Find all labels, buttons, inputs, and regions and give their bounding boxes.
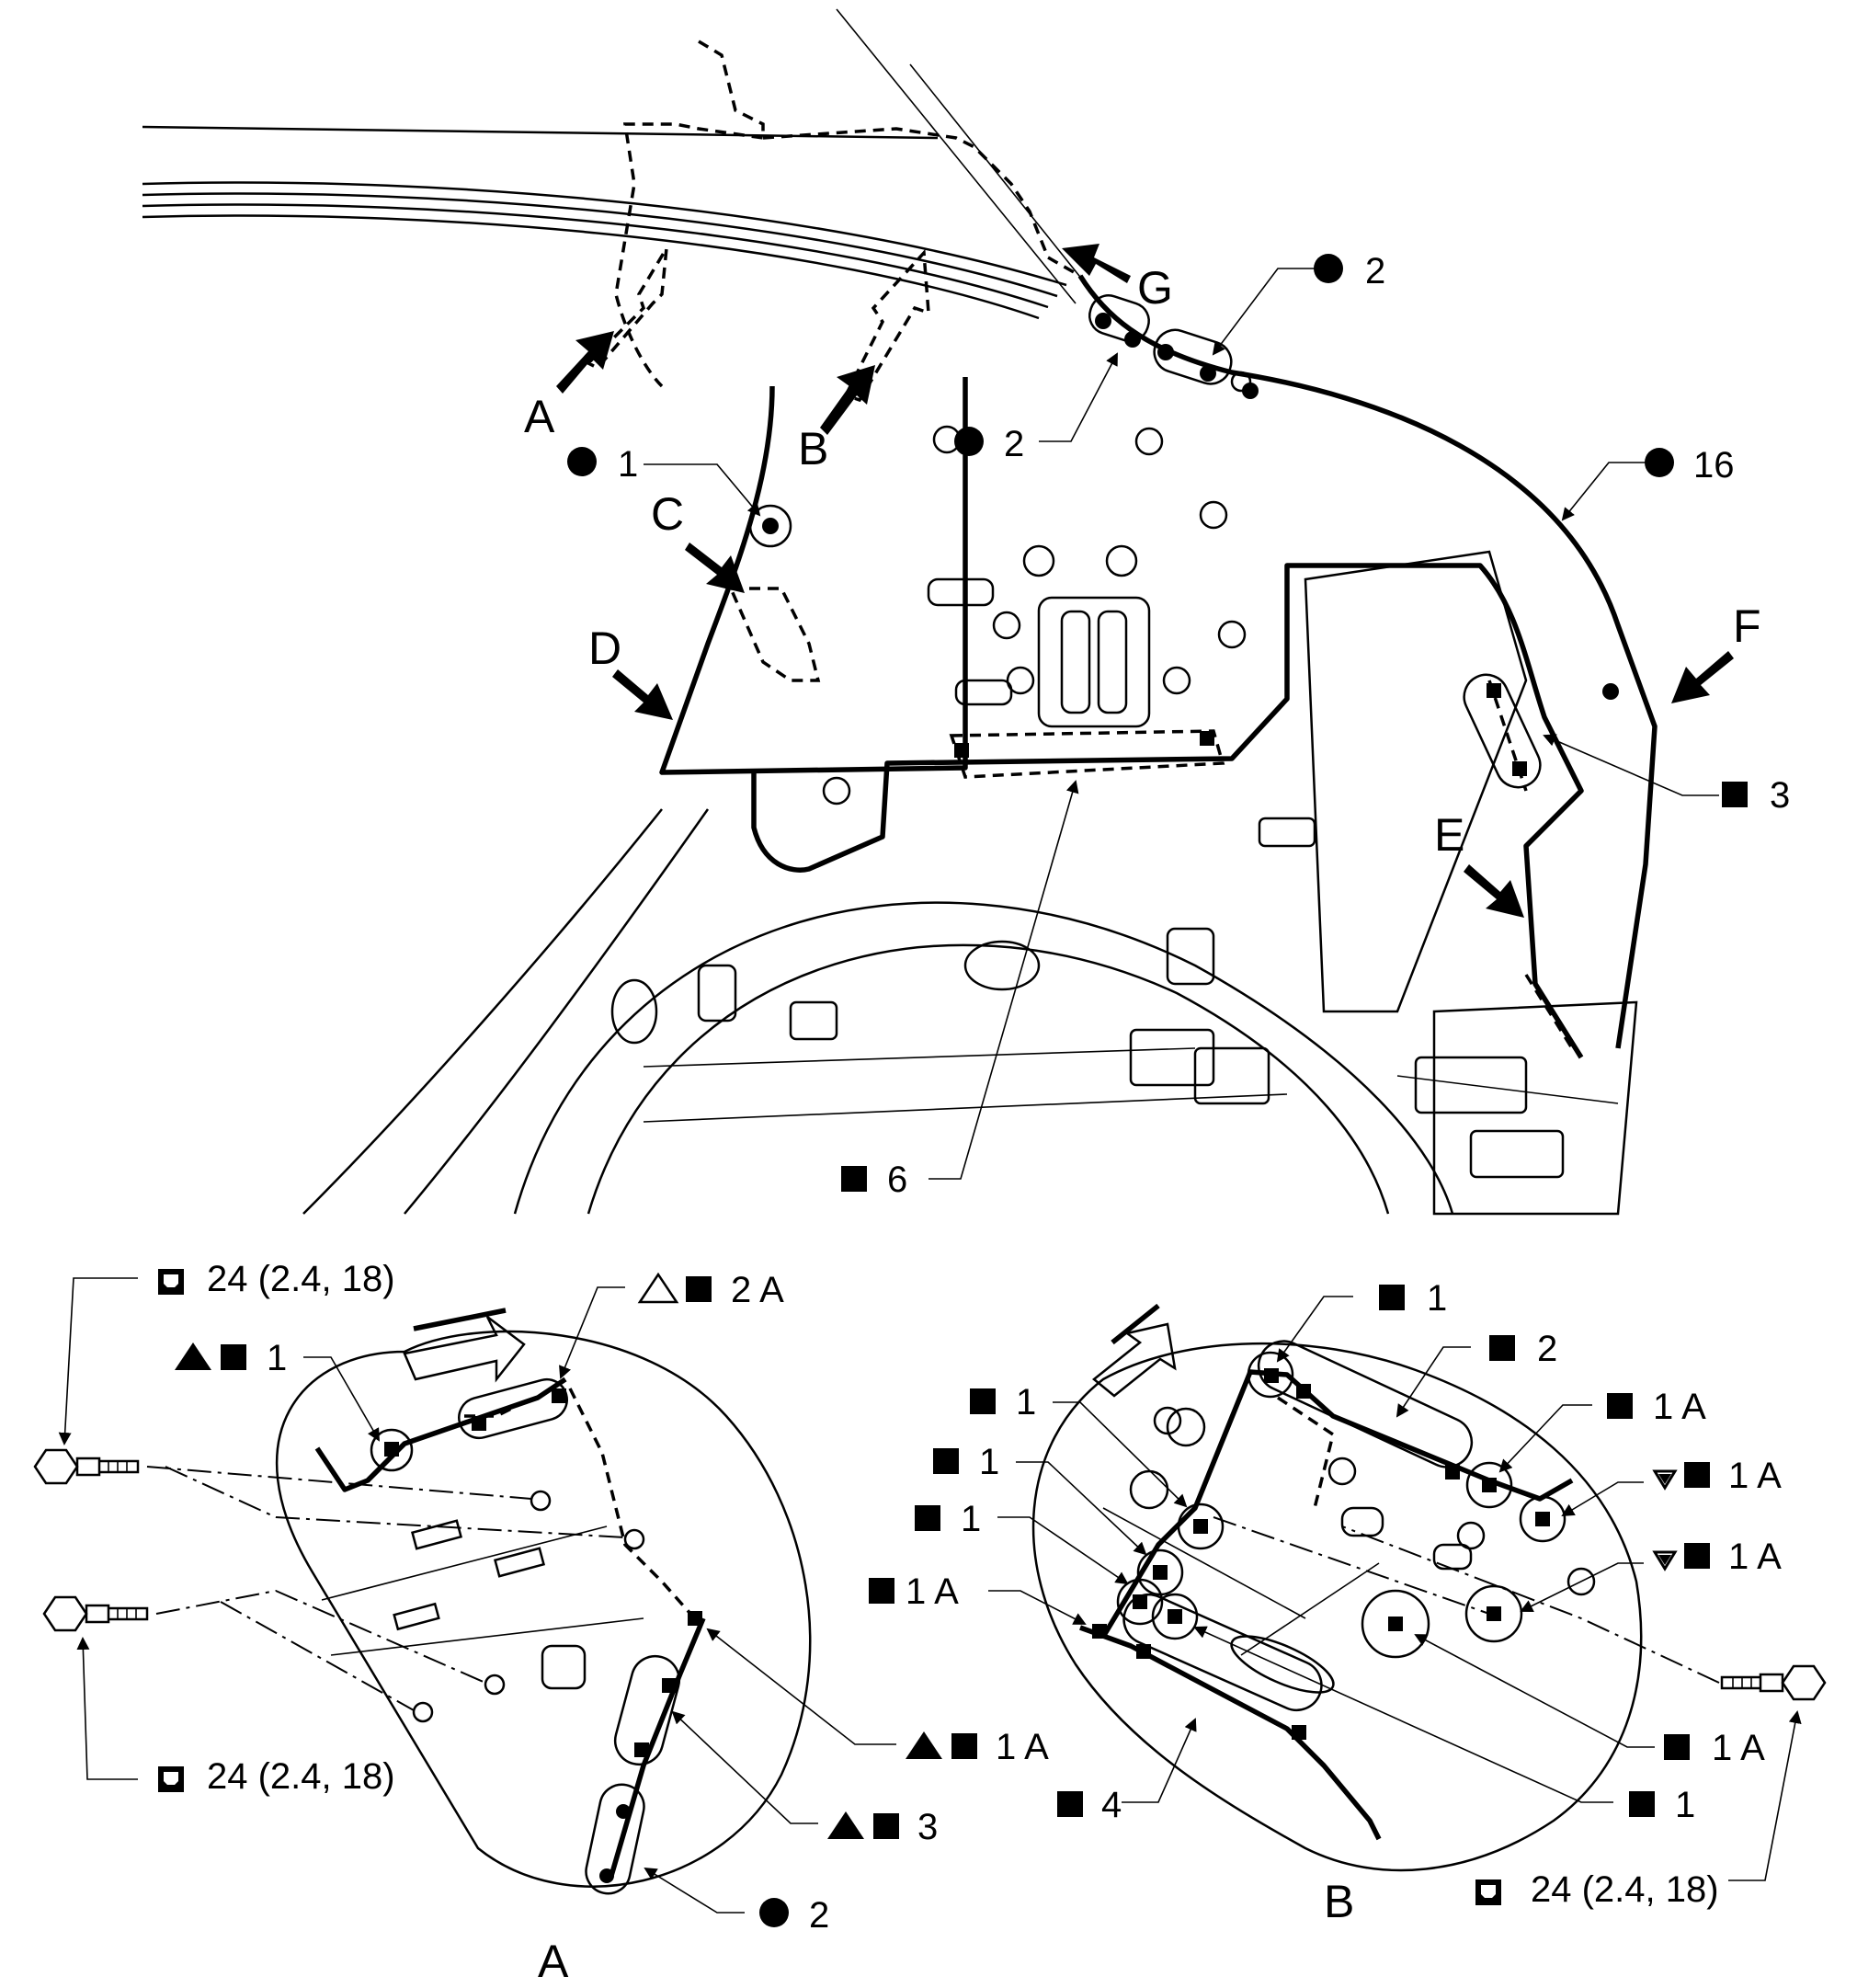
torque-b: 24 (2.4, 18) [1531,1869,1719,1910]
weld-plug-symbol-icon [1057,1791,1083,1817]
view-label-f: F [1733,600,1761,652]
detail-a-labels: A 24 (2.4, 18) 24 (2.4, 18) 1 2 A 1 A 3 … [158,1259,1049,1987]
callout-b-sq-1-c: 1 [961,1499,981,1539]
arrow-e-icon [1464,864,1524,918]
callout-square-6: 6 [887,1160,907,1200]
view-label-e: E [1434,809,1464,861]
view-label-g: G [1137,262,1173,314]
torque-a-bottom: 24 (2.4, 18) [207,1756,395,1797]
callout-a-tri-sq-1a: 1 A [996,1727,1049,1767]
weld-plug-symbol-icon [1489,1335,1515,1361]
callout-a-opentri-sq-2a: 2 A [731,1270,784,1310]
arrow-f-icon [1671,651,1734,703]
callout-b-sq-1-top: 1 [1427,1278,1447,1319]
panel-outline-left [659,377,968,775]
arrow-b-icon [820,365,875,435]
weld-plug-symbol-icon [1684,1462,1710,1488]
callout-circle-2-top: 2 [1365,251,1385,291]
detail-b-view [988,1296,1827,1881]
detail-a-title: A [538,1936,569,1987]
open-arrow-icon [403,1316,526,1383]
callout-b-sq-1a-left: 1 A [906,1571,959,1612]
open-arrow-icon [1092,1322,1177,1398]
view-label-a: A [524,391,555,442]
view-label-c: C [651,488,684,540]
main-labels: A B C D E F G 1 2 2 16 3 6 [524,251,1790,1200]
weld-plug-symbol-icon [1722,782,1748,807]
callout-b-sq-1-bottom: 1 [1675,1785,1695,1825]
detail-b-title: B [1324,1876,1354,1927]
callout-b-dtri-1a-a: 1 A [1728,1456,1782,1496]
down-triangle-symbol-icon [1652,1469,1678,1491]
weld-plug-symbol-icon [970,1388,996,1414]
callout-b-sq-1-b: 1 [979,1442,999,1482]
view-label-d: D [588,623,621,674]
main-view [142,8,1734,1216]
bolt-icon [42,1595,149,1632]
weld-plug-symbol-icon [1379,1285,1405,1310]
weld-spot-symbol-icon [1645,448,1674,477]
torque-wrench-icon [158,1766,184,1792]
weld-spot-1 [762,518,779,534]
callout-square-3: 3 [1770,775,1790,816]
callout-b-sq-1a-right: 1 A [1653,1387,1706,1427]
open-triangle-symbol-icon [637,1272,679,1304]
view-label-b: B [798,423,828,474]
callout-b-sq-4: 4 [1101,1785,1122,1825]
weld-spot-symbol-icon [567,447,597,476]
callout-a-tri-sq-3: 3 [917,1807,938,1847]
down-triangle-symbol-icon [1652,1550,1678,1571]
triangle-symbol-icon [827,1811,864,1839]
torque-wrench-icon [1475,1879,1501,1905]
arrow-a-icon [556,331,614,394]
weld-plug-symbol-icon [221,1344,246,1370]
triangle-symbol-icon [906,1731,942,1759]
weld-plug-symbol-icon [951,1733,977,1759]
weld-plug-symbol-icon [1684,1543,1710,1569]
arrow-c-icon [685,543,745,593]
weld-plug-symbol-icon [1607,1393,1633,1419]
bolt-icon [1720,1664,1827,1701]
torque-wrench-icon [158,1269,184,1295]
arrow-d-icon [612,669,673,720]
callout-circle-2-left: 2 [1004,424,1024,464]
weld-spot-symbol-icon [1314,254,1343,283]
callout-b-sq-1a-bottom: 1 A [1712,1728,1765,1768]
callout-b-dtri-1a-b: 1 A [1728,1537,1782,1577]
callout-b-sq-2: 2 [1537,1329,1557,1369]
callout-b-sq-1-a: 1 [1016,1382,1036,1422]
bolt-icon [33,1448,140,1485]
callout-a-tri-sq-1: 1 [267,1338,287,1378]
callout-circle-16: 16 [1693,445,1735,486]
weld-plug-symbol-icon [686,1276,712,1302]
weld-plug-symbol-icon [915,1505,940,1531]
arrow-g-icon [1062,244,1131,283]
weld-plug-symbol-icon [1629,1791,1655,1817]
triangle-symbol-icon [175,1342,211,1370]
panel-outline-top [1077,274,1658,1049]
weld-plug-symbol-icon [933,1448,959,1474]
weld-plug-symbol-icon [869,1578,894,1604]
panel-outline-lower [751,563,1584,1059]
detail-b-labels: B 1 2 1 A 1 1 1 1 A 1 A 1 A 1 A 1 [869,1278,1782,1927]
weld-plug-symbol-icon [1664,1734,1690,1760]
detail-a-view [33,1277,896,1914]
callout-a-circle-2: 2 [809,1895,829,1936]
weld-spot-symbol-icon [954,427,984,456]
callout-circle-1: 1 [618,444,638,485]
weld-plug-symbol-icon [841,1166,867,1192]
weld-plug-symbol-icon [873,1813,899,1839]
weld-spot-symbol-icon [759,1898,789,1927]
torque-a-top: 24 (2.4, 18) [207,1259,395,1299]
